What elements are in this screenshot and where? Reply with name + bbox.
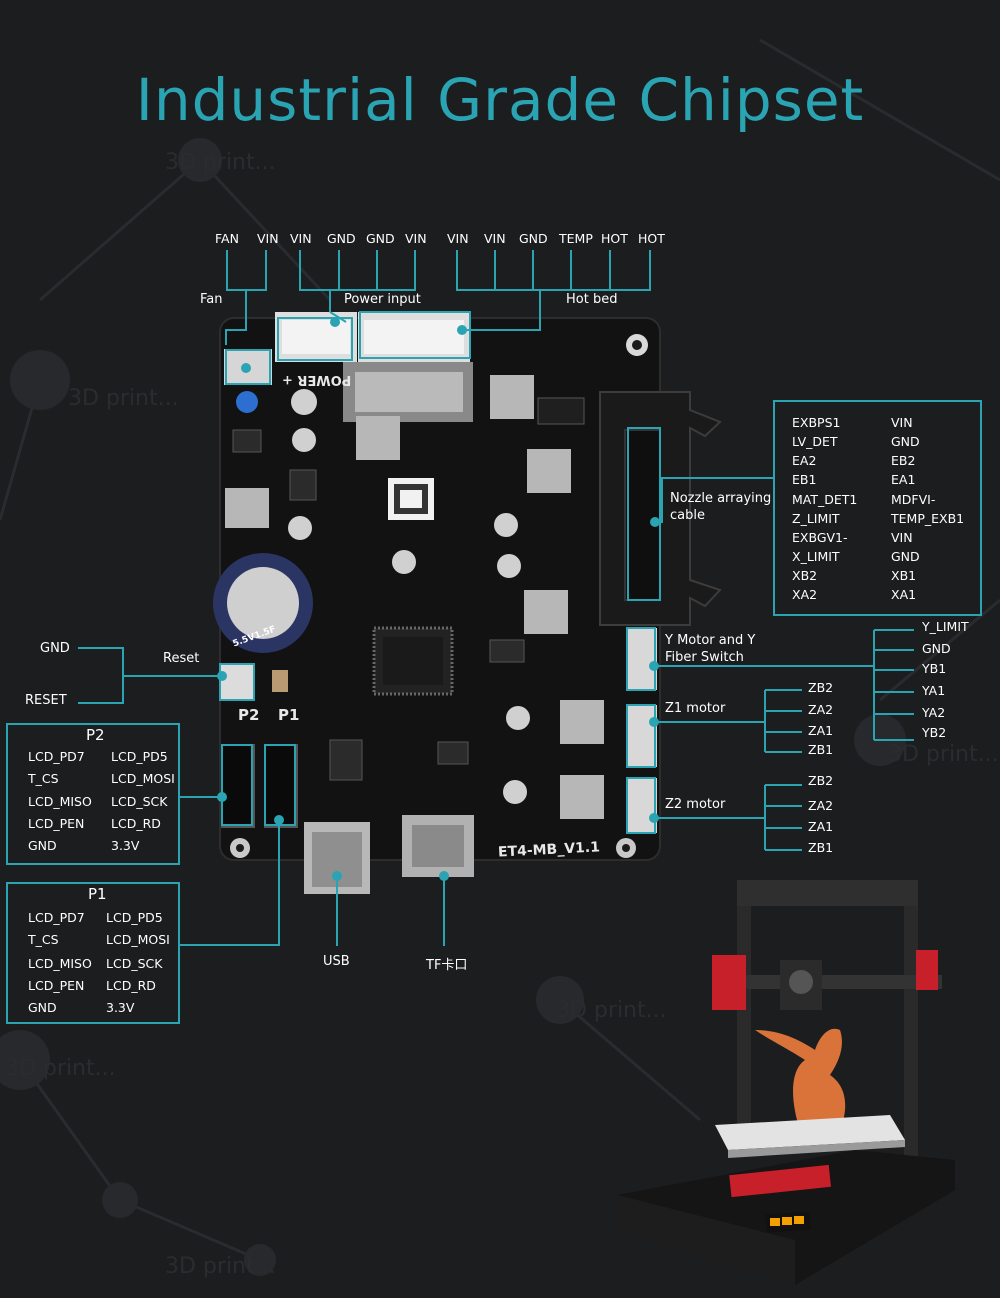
z1-motor-label: Z1 motor bbox=[665, 701, 726, 716]
hotbed-group-label: Hot bed bbox=[566, 292, 618, 307]
p1-pin: 3.3V bbox=[106, 1000, 135, 1015]
z1-motor-pin: ZA2 bbox=[808, 702, 834, 717]
nozzle-pin: X_LIMIT bbox=[792, 549, 840, 564]
y-motor-pin: YA2 bbox=[922, 705, 946, 720]
nozzle-pin: XB1 bbox=[891, 568, 917, 583]
top-pin-label: VIN bbox=[484, 231, 506, 246]
p1-pin: LCD_PEN bbox=[28, 978, 85, 993]
nozzle-pin: EB2 bbox=[891, 453, 916, 468]
top-pin-label: HOT bbox=[638, 231, 665, 246]
z1-motor-pin: ZA1 bbox=[808, 723, 834, 738]
nozzle-pin: XA2 bbox=[792, 587, 818, 602]
p1-pin: LCD_SCK bbox=[106, 956, 163, 971]
nozzle-pin: XA1 bbox=[891, 587, 917, 602]
nozzle-pin: GND bbox=[891, 549, 920, 564]
board-p2-mark: P2 bbox=[238, 706, 260, 724]
nozzle-pin: XB2 bbox=[792, 568, 818, 583]
z1-motor-pin: ZB2 bbox=[808, 680, 834, 695]
nozzle-pin: EA1 bbox=[891, 472, 916, 487]
usb-label: USB bbox=[323, 954, 350, 969]
p1-pin: LCD_PD7 bbox=[28, 910, 85, 925]
nozzle-pin: EXBPS1 bbox=[792, 415, 841, 430]
power-group-label: Power input bbox=[344, 292, 421, 307]
watermark: 3D print... bbox=[888, 742, 999, 767]
p1-pin: T_CS bbox=[28, 932, 59, 947]
y-motor-label: Fiber Switch bbox=[665, 650, 744, 665]
watermark: 3D print... bbox=[556, 998, 667, 1023]
nozzle-pinout-box: EXBPS1 LV_DET EA2 EB1 MAT_DET1 Z_LIMIT E… bbox=[773, 400, 982, 616]
p2-pin: GND bbox=[28, 838, 57, 853]
top-pin-label: GND bbox=[519, 231, 548, 246]
watermark: 3D print... bbox=[165, 150, 276, 175]
z2-motor-pin: ZB2 bbox=[808, 773, 834, 788]
p2-pin: 3.3V bbox=[111, 838, 140, 853]
nozzle-pin: Z_LIMIT bbox=[792, 511, 840, 526]
p2-pin: LCD_PD5 bbox=[111, 749, 168, 764]
p2-pin: LCD_MISO bbox=[28, 794, 92, 809]
reset-gnd-label: GND bbox=[40, 641, 70, 656]
nozzle-pin: EXBGV1- bbox=[792, 530, 848, 545]
p2-pinout-box: P2 LCD_PD7 LCD_PD5 T_CS LCD_MOSI LCD_MIS… bbox=[6, 723, 180, 865]
top-pin-label: GND bbox=[366, 231, 395, 246]
top-pin-label: TEMP bbox=[559, 231, 593, 246]
nozzle-pin: EA2 bbox=[792, 453, 817, 468]
top-pin-label: HOT bbox=[601, 231, 628, 246]
nozzle-pin: EB1 bbox=[792, 472, 817, 487]
nozzle-pin: TEMP_EXB1 bbox=[891, 511, 965, 526]
watermark: 3D print... bbox=[5, 1056, 116, 1081]
nozzle-pin: VIN bbox=[891, 530, 913, 545]
p1-title: P1 bbox=[88, 885, 107, 903]
top-pin-label: GND bbox=[327, 231, 356, 246]
p1-pinout-box: P1 LCD_PD7 LCD_PD5 T_CS LCD_MOSI LCD_MIS… bbox=[6, 882, 180, 1024]
p2-pin: LCD_RD bbox=[111, 816, 161, 831]
y-motor-pin: Y_LIMIT bbox=[922, 619, 969, 634]
p2-pin: T_CS bbox=[28, 771, 59, 786]
top-pin-label: FAN bbox=[215, 231, 239, 246]
p2-pin: LCD_SCK bbox=[111, 794, 168, 809]
fan-group-label: Fan bbox=[200, 292, 223, 307]
y-motor-pin: YB2 bbox=[922, 725, 947, 740]
nozzle-pin: MDFVI- bbox=[891, 492, 936, 507]
z2-motor-pin: ZA2 bbox=[808, 798, 834, 813]
z1-motor-pin: ZB1 bbox=[808, 742, 834, 757]
nozzle-pin: LV_DET bbox=[792, 434, 838, 449]
reset-button-label: Reset bbox=[163, 651, 200, 666]
p2-pin: LCD_PEN bbox=[28, 816, 85, 831]
y-motor-pin: YB1 bbox=[922, 661, 947, 676]
reset-reset-label: RESET bbox=[25, 693, 67, 708]
board-p1-mark: P1 bbox=[278, 706, 300, 724]
z2-motor-pin: ZA1 bbox=[808, 819, 834, 834]
y-motor-label: Y Motor and Y bbox=[665, 633, 756, 648]
p1-pin: LCD_RD bbox=[106, 978, 156, 993]
nozzle-pin: MAT_DET1 bbox=[792, 492, 858, 507]
nozzle-pin: VIN bbox=[891, 415, 913, 430]
page-title: Industrial Grade Chipset bbox=[135, 66, 865, 134]
top-pin-label: VIN bbox=[405, 231, 427, 246]
top-pin-label: VIN bbox=[257, 231, 279, 246]
p1-pin: GND bbox=[28, 1000, 57, 1015]
p1-pin: LCD_MOSI bbox=[106, 932, 170, 947]
tf-card-label: TF卡口 bbox=[426, 958, 468, 973]
p1-pin: LCD_PD5 bbox=[106, 910, 163, 925]
p2-title: P2 bbox=[86, 726, 105, 744]
nozzle-cable-label: Nozzle arraying bbox=[670, 491, 772, 506]
p1-pin: LCD_MISO bbox=[28, 956, 92, 971]
top-pin-label: VIN bbox=[290, 231, 312, 246]
z2-motor-pin: ZB1 bbox=[808, 840, 834, 855]
watermark: 3D print... bbox=[68, 386, 179, 411]
watermark: 3D print... bbox=[165, 1254, 276, 1279]
p2-pin: LCD_MOSI bbox=[111, 771, 175, 786]
nozzle-cable-label: cable bbox=[670, 508, 705, 523]
nozzle-pin: GND bbox=[891, 434, 920, 449]
y-motor-pin: GND bbox=[922, 641, 951, 656]
p2-pin: LCD_PD7 bbox=[28, 749, 85, 764]
y-motor-pin: YA1 bbox=[922, 683, 946, 698]
top-pin-label: VIN bbox=[447, 231, 469, 246]
z2-motor-label: Z2 motor bbox=[665, 797, 726, 812]
